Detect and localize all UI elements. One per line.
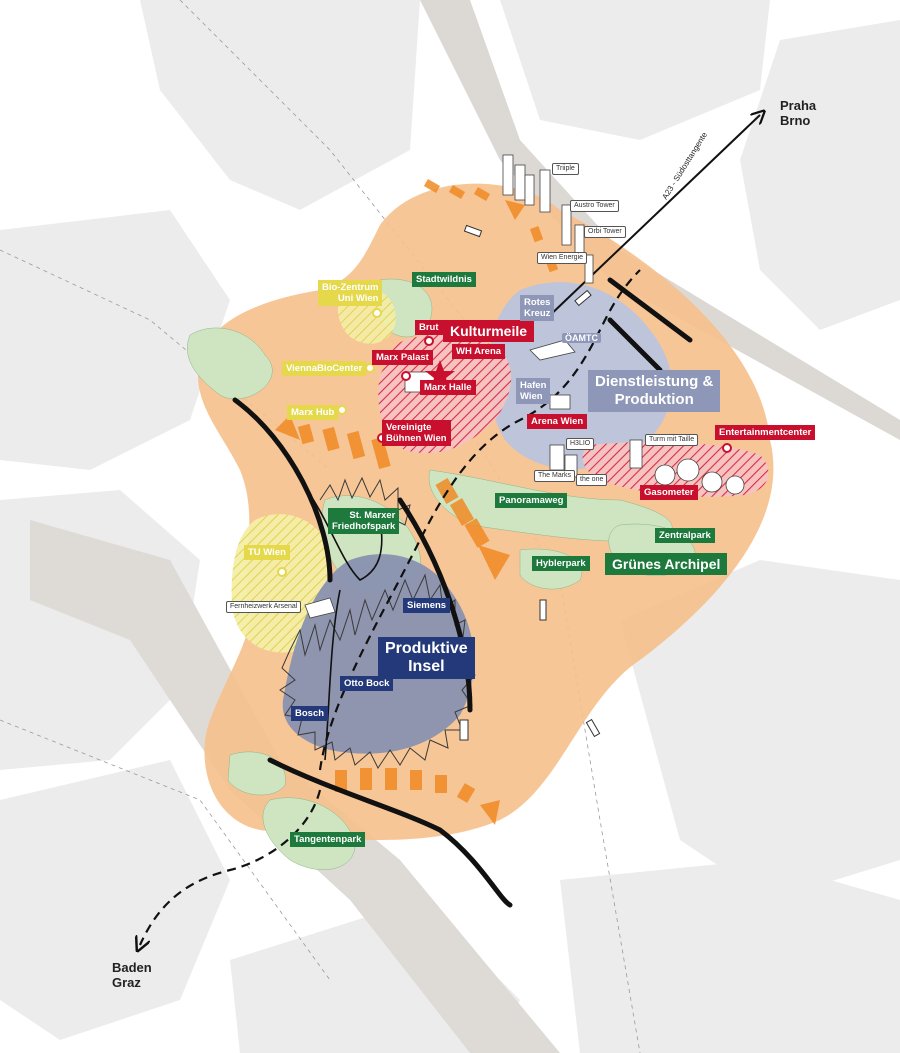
label-stadtwildnis: Stadtwildnis xyxy=(412,272,476,287)
label-st-marxer-line1: St. Marxer xyxy=(349,510,396,521)
friedhofspark-outline xyxy=(319,476,411,526)
label-siemens: Siemens xyxy=(403,598,451,613)
label-marx-palast: Marx Palast xyxy=(372,350,433,365)
label-wh-arena: WH Arena xyxy=(452,344,506,359)
label-tangentenpark: Tangentenpark xyxy=(290,832,366,847)
destination-northeast: Praha Brno xyxy=(780,98,816,128)
zone-produktive-insel: Produktive Insel xyxy=(378,637,475,679)
zone-dienstleistung-line1: Dienstleistung & xyxy=(595,373,714,390)
label-tu-wien: TU Wien xyxy=(244,545,290,560)
label-vereinigte-line2: Bühnen Wien xyxy=(386,433,447,444)
label-entertainmentcenter: Entertainmentcenter xyxy=(715,425,816,440)
wh-arena-star xyxy=(425,360,455,389)
label-bosch: Bosch xyxy=(291,706,329,721)
movement-arrows xyxy=(275,179,559,825)
label-brut: Brut xyxy=(415,320,443,335)
label-hafen-wien-line2: Wien xyxy=(520,391,543,402)
label-hyblerpark: Hyblerpark xyxy=(532,556,590,571)
gasometer-sketch xyxy=(629,439,745,495)
label-bio-zentrum-line1: Bio-Zentrum xyxy=(322,282,379,293)
zone-insel-line1: Produktive xyxy=(385,640,468,657)
label-austro-tower: Austro Tower xyxy=(570,200,619,212)
productive-island-outline xyxy=(279,573,476,769)
label-turm-mit-taille: Turm mit Taille xyxy=(645,434,699,446)
label-marx-halle: Marx Halle xyxy=(420,380,476,395)
destination-praha: Praha xyxy=(780,98,817,113)
label-vereinigte-buehnen: Vereinigte Bühnen Wien xyxy=(382,420,451,446)
destination-brno: Brno xyxy=(780,113,811,128)
label-triiple: Triiple xyxy=(552,163,579,175)
destination-graz: Graz xyxy=(112,975,141,990)
label-st-marxer-line2: Friedhofspark xyxy=(332,521,396,532)
pins xyxy=(277,308,732,577)
label-rotes-kreuz-line2: Kreuz xyxy=(524,308,551,319)
zone-gruenes-archipel: Grünes Archipel xyxy=(605,553,728,575)
label-h3lio: H3LIO xyxy=(566,438,595,450)
label-orbi-tower: Orbi Tower xyxy=(584,226,626,238)
label-hafen-wien-line1: Hafen xyxy=(520,380,547,391)
label-bio-zentrum-line2: Uni Wien xyxy=(337,293,379,304)
label-panoramaweg: Panoramaweg xyxy=(495,493,568,508)
zone-dienstleistung: Dienstleistung & Produktion xyxy=(588,370,721,412)
label-vienna-biocenter: ViennaBioCenter xyxy=(282,361,367,376)
label-gasometer: Gasometer xyxy=(640,485,698,500)
label-fernheizwerk-arsenal: Fernheizwerk Arsenal xyxy=(226,601,302,613)
label-wien-energie: Wien Energie xyxy=(537,252,588,264)
highway-arrow xyxy=(544,115,760,321)
label-the-one: the one xyxy=(576,474,608,486)
label-oeamtc: ÖAMTC xyxy=(562,333,601,343)
towers-sketch xyxy=(502,154,594,284)
label-rotes-kreuz-line1: Rotes xyxy=(524,297,551,308)
tunnel-route xyxy=(318,269,641,771)
label-rotes-kreuz: Rotes Kreuz xyxy=(520,295,555,321)
bridge-markers xyxy=(459,224,601,741)
label-vereinigte-line1: Vereinigte xyxy=(386,422,432,433)
destination-baden: Baden xyxy=(112,960,152,975)
zone-dienstleistung-line2: Produktion xyxy=(614,391,694,408)
zone-kulturmeile: Kulturmeile xyxy=(443,320,535,342)
label-zentralpark: Zentralpark xyxy=(655,528,715,543)
label-marx-hub: Marx Hub xyxy=(287,405,339,420)
destination-southwest: Baden Graz xyxy=(112,960,152,990)
label-st-marxer-friedhofspark: St. Marxer Friedhofspark xyxy=(328,508,400,534)
label-arena-wien: Arena Wien xyxy=(527,414,588,429)
zone-insel-line2: Insel xyxy=(408,658,445,675)
tunnel-route-south xyxy=(140,789,322,945)
label-otto-bock: Otto Bock xyxy=(340,676,394,691)
barrier-lines xyxy=(232,277,693,908)
label-the-marks: The Marks xyxy=(534,470,576,482)
label-bio-zentrum: Bio-Zentrum Uni Wien xyxy=(318,280,383,306)
label-hafen-wien: Hafen Wien xyxy=(516,378,551,404)
